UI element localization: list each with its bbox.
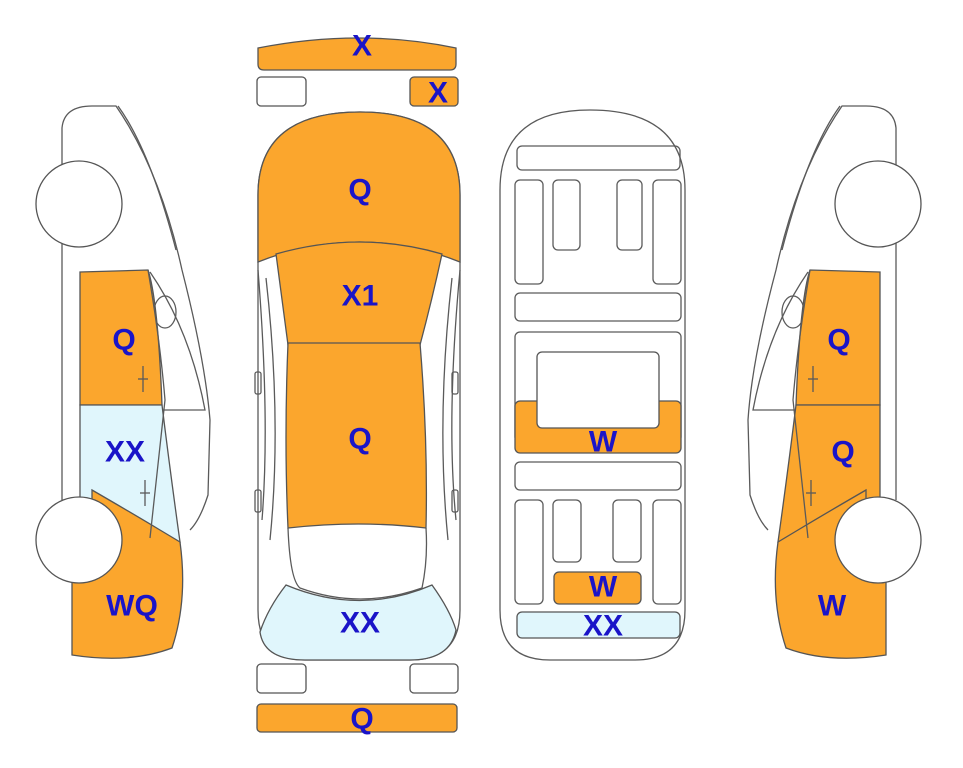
roof-label: Q [348, 423, 371, 456]
hood-label: Q [348, 174, 371, 207]
underbody-outline [499, 109, 686, 661]
rear-window-panel[interactable] [259, 584, 457, 661]
underbody-mid-label: W [589, 426, 618, 459]
front-light-right-panel[interactable] [409, 76, 459, 107]
rear-bumper-top-panel[interactable] [256, 703, 458, 733]
left-rear-door-glass-label: XX [105, 436, 145, 469]
right-front-wheel [834, 160, 922, 248]
front-light-right-label: X [428, 77, 448, 110]
rear-light-left [256, 663, 307, 694]
right-rear-wheel [834, 496, 922, 584]
right-side-view: Q Q W [747, 105, 922, 659]
top-view: X X Q X1 Q XX Q [254, 30, 461, 736]
underbody-rear-bar-label: XX [583, 610, 623, 643]
front-light-left [256, 76, 307, 107]
left-side-view: Q XX WQ [35, 105, 211, 659]
right-rear-quarter-label: W [818, 590, 847, 623]
left-rear-quarter-label: WQ [106, 590, 158, 623]
left-front-wheel [35, 160, 123, 248]
front-bumper-top-label: X [352, 30, 372, 63]
rear-bumper-top-label: Q [350, 703, 373, 736]
windshield-panel[interactable] [275, 241, 443, 346]
rear-window-label: XX [340, 607, 380, 640]
right-rear-door-label: Q [831, 436, 854, 469]
underbody-rear-bar-panel[interactable] [516, 611, 681, 639]
front-bumper-top-panel[interactable] [257, 37, 457, 71]
rear-light-right [409, 663, 459, 694]
underbody-rear-panel[interactable] [553, 571, 642, 605]
windshield-label: X1 [342, 280, 379, 313]
underbody-rear-label: W [589, 571, 618, 604]
underbody-center-plate [536, 351, 660, 429]
left-rear-wheel [35, 496, 123, 584]
roof-panel[interactable] [285, 342, 428, 529]
underbody-view: W W XX [499, 109, 686, 661]
right-front-door-label: Q [827, 324, 850, 357]
left-front-door-label: Q [112, 324, 135, 357]
